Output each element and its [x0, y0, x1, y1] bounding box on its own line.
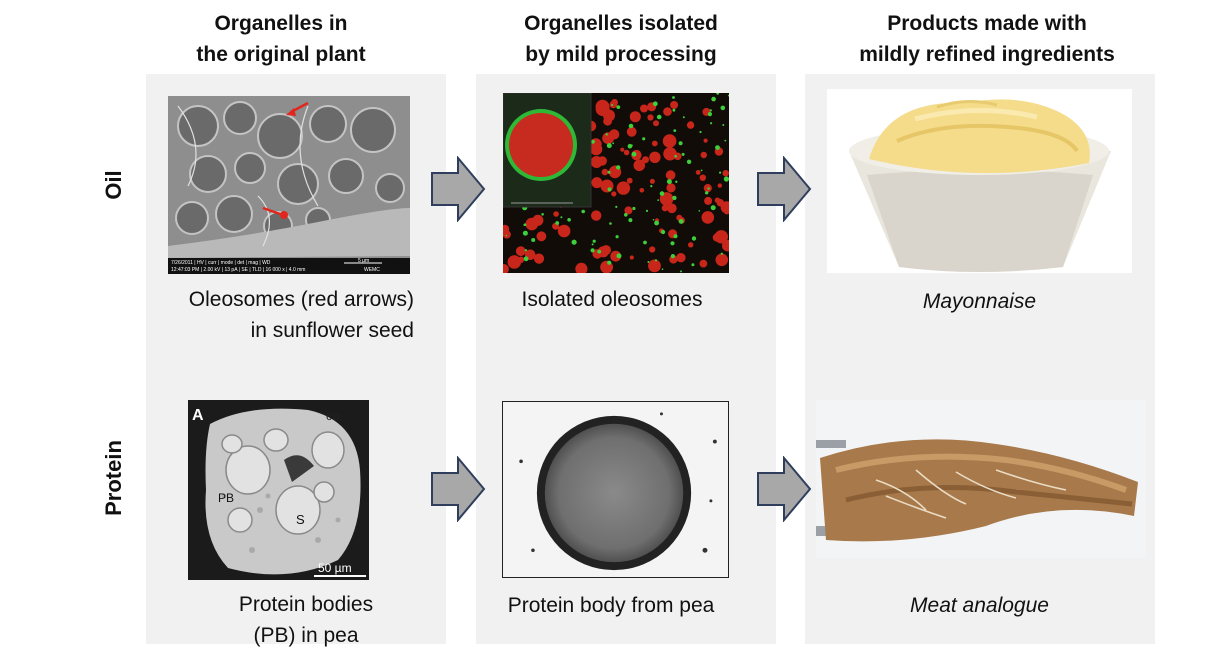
- mayonnaise-image: [827, 89, 1132, 273]
- caption-oil-product: Mayonnaise: [922, 290, 1037, 313]
- sem-footer-text: 7/26/2011 | HV | curr | mode | det | mag…: [171, 260, 271, 266]
- caption-protein-product: Meat analogue: [910, 594, 1049, 617]
- caption-oil-plant: Oleosomes (red arrows) in sunflower seed: [188, 288, 414, 342]
- column-title-plant: Organelles in the original plant: [196, 12, 366, 66]
- oil-arrow-1: [430, 156, 486, 222]
- protein-body-image: [502, 401, 729, 578]
- sem-brand-label: WEMC: [364, 267, 380, 273]
- isolated-oleosomes-image: [503, 93, 729, 273]
- panel-letter: A: [192, 407, 204, 424]
- row-label-oil: Oil: [101, 170, 126, 200]
- pea-protein-bodies-image: A cw PB S 50 µm: [188, 400, 369, 580]
- sunflower-seed-sem-image: 7/26/2011 | HV | curr | mode | det | mag…: [168, 96, 410, 274]
- pb-label: PB: [218, 491, 234, 505]
- row-label-protein: Protein: [101, 440, 126, 516]
- caption-protein-plant: Protein bodies (PB) in pea: [238, 593, 374, 647]
- starch-label: S: [296, 512, 305, 527]
- protein-arrow-2: [756, 456, 812, 522]
- protein-arrow-1: [430, 456, 486, 522]
- sem-scale-label: 5 µm: [358, 258, 369, 264]
- cell-wall-label: cw: [326, 409, 341, 423]
- oil-arrow-2: [756, 156, 812, 222]
- pea-scale-label: 50 µm: [318, 561, 352, 575]
- caption-oil-isolated: Isolated oleosomes: [521, 288, 703, 311]
- column-title-products: Products made with mildly refined ingred…: [859, 12, 1115, 66]
- caption-protein-isolated: Protein body from pea: [507, 594, 715, 617]
- sem-footer-text-2: 12:47:03 PM | 2.00 kV | 13 pA | SE | TLD…: [171, 267, 305, 273]
- meat-analogue-image: [816, 400, 1146, 558]
- column-title-isolated: Organelles isolated by mild processing: [524, 12, 718, 66]
